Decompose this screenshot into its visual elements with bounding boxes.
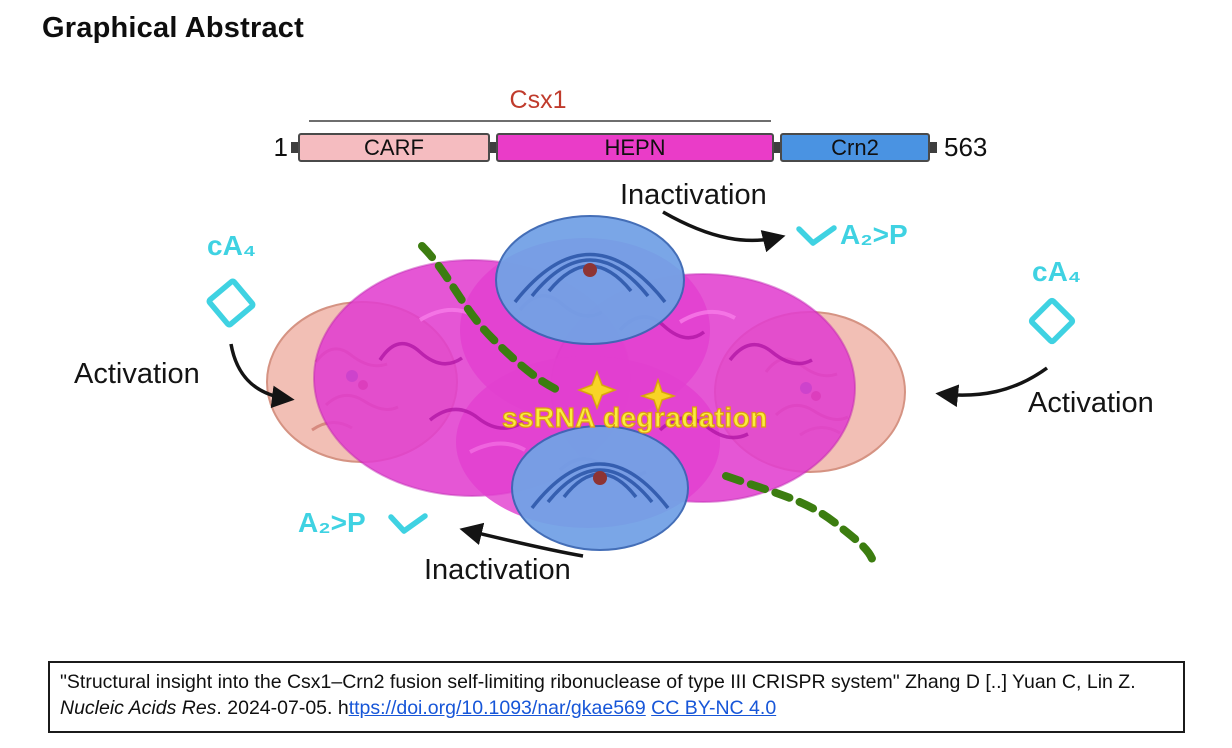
ssrna-degradation-label: ssRNA degradation [501,401,768,433]
domain-carf: CARF [298,133,490,162]
start-residue: 1 [273,132,288,162]
csx1-bracket-label: Csx1 [509,86,567,114]
inactivation-arrow-top [662,210,786,253]
ca4-molecule-right [1028,297,1076,345]
csx1-bracket-line [309,120,771,122]
end-residue: 563 [944,132,988,162]
page-title: Graphical Abstract [42,12,304,44]
activation-label-left: Activation [74,358,200,390]
a2p-mark-bottom [388,513,428,534]
domain-hepn: HEPN [496,133,774,162]
a2p-label-bottom: A₂>P [298,507,366,538]
activation-label-right: Activation [1028,387,1154,419]
domain-crn2: Crn2 [780,133,930,162]
crn2-lobe-bottom [511,425,689,551]
cleavage-star-left [576,369,618,411]
ca4-label-right: cA₄ [1032,256,1082,287]
citation-journal: Nucleic Acids Res [60,696,217,719]
license-link[interactable]: CC BY-NC 4.0 [651,696,777,719]
inactivation-label-top: Inactivation [620,179,767,211]
ca4-label-left: cA₄ [207,230,257,261]
cleavage-star-right [639,377,677,415]
crn2-lobe-top [495,215,685,345]
inactivation-label-bottom: Inactivation [424,554,571,586]
ca4-molecule-left [206,278,256,328]
a2p-label-top: A₂>P [840,219,908,250]
ssrna-strand-top [418,242,566,396]
activation-arrow-right [935,366,1049,408]
doi-link[interactable]: ttps://doi.org/10.1093/nar/gkae569 [348,696,646,719]
citation-date: . 2024-07-05. h [216,696,349,719]
ssrna-strand-bottom [722,472,878,570]
citation-title-authors: "Structural insight into the Csx1–Crn2 f… [60,671,1136,693]
activation-arrow-left [229,343,295,409]
inactivation-arrow-bottom [459,522,584,558]
a2p-mark-top [796,225,837,246]
citation-box: "Structural insight into the Csx1–Crn2 f… [48,661,1185,733]
